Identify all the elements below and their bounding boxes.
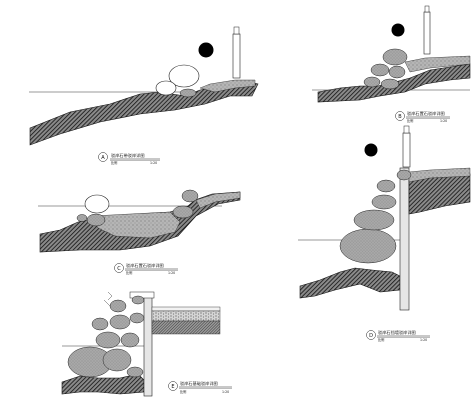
detail-marker-a-label: A (101, 155, 105, 161)
detail-marker-b-label: B (398, 114, 402, 120)
boulder-outline (84, 194, 110, 214)
detail-a-title: 驳岸石带驳岸详图 (111, 152, 145, 159)
detail-c-title: 驳岸石置石驳岸详图 (126, 262, 164, 269)
detail-marker-e-label: E (171, 384, 174, 390)
detail-a: A 驳岸石带驳岸详图 比例 1:20 (29, 26, 259, 165)
rock (181, 189, 199, 203)
detail-marker-c-label: C (117, 266, 121, 272)
detail-e-scale-label: 比例 (180, 389, 186, 394)
detail-b-title: 驳岸石置石驳岸详图 (407, 110, 445, 117)
rock (370, 63, 390, 77)
rock (353, 209, 395, 231)
detail-d-title: 驳岸石挡墙驳岸详图 (378, 329, 416, 336)
rock (363, 76, 381, 88)
lamp-post (423, 11, 431, 55)
rock (388, 65, 406, 79)
rock (376, 179, 396, 193)
detail-e: E 驳岸石基础驳岸详图 比例 1:20 (61, 291, 232, 397)
detail-d-scale-label: 比例 (378, 337, 384, 342)
rock (102, 348, 132, 372)
detail-d: D 驳岸石挡墙驳岸详图 比例 1:20 (298, 125, 471, 342)
detail-a-scale-label: 比例 (111, 160, 117, 165)
detail-marker-d-label: D (369, 333, 373, 339)
rock (120, 332, 140, 348)
rock (396, 169, 412, 181)
detail-a-scale-value: 1:20 (150, 161, 157, 165)
rock (172, 205, 194, 219)
lamp-post (402, 132, 411, 168)
rock (95, 331, 121, 349)
detail-c-scale-label: 比例 (126, 270, 132, 275)
bank-soil-section (299, 267, 401, 299)
lamp-head (233, 26, 240, 35)
detail-marker-c (114, 263, 124, 273)
retaining-wall (143, 293, 153, 397)
rock (382, 48, 408, 66)
detail-b-scale-value: 1:20 (440, 119, 447, 123)
boulder-outline (168, 64, 200, 88)
rock (126, 366, 144, 378)
paving-layer (151, 306, 221, 312)
gravel-base (151, 310, 221, 322)
detail-marker-b (395, 111, 405, 121)
rock (179, 88, 197, 98)
detail-marker-e (168, 381, 178, 391)
boulder-outline (155, 80, 177, 96)
tree-symbol (198, 42, 214, 58)
detail-b-scale-label: 比例 (407, 118, 413, 123)
topsoil-layer (408, 167, 471, 183)
rock (129, 312, 145, 324)
large-boulder (339, 228, 397, 264)
retaining-wall (399, 167, 410, 311)
tree-symbol (391, 23, 405, 37)
bank-soil-section (29, 81, 259, 146)
rock (91, 317, 109, 331)
detail-d-scale-value: 1:20 (420, 338, 427, 342)
lamp-head (403, 125, 410, 134)
detail-b: B 驳岸石置石驳岸详图 比例 1:20 (312, 5, 471, 123)
lamp-post (232, 33, 241, 79)
compacted-soil (151, 320, 221, 335)
lamp-head (424, 5, 430, 13)
detail-e-title: 驳岸石基础驳岸详图 (180, 380, 218, 387)
bank-soil-section (61, 373, 145, 395)
detail-e-scale-value: 1:20 (222, 390, 229, 394)
rock (76, 214, 88, 222)
detail-marker-d (366, 330, 376, 340)
fill-soil (91, 211, 181, 239)
rock (109, 299, 127, 313)
break-line (103, 291, 113, 307)
topsoil-layer (195, 191, 241, 209)
detail-c: C 驳岸石置石驳岸详图 比例 1:20 (38, 189, 241, 275)
rock (86, 213, 106, 227)
topsoil-layer (199, 79, 256, 93)
rock (109, 314, 131, 330)
topsoil-layer (404, 55, 471, 73)
detail-marker-a (98, 152, 108, 162)
rock (131, 295, 145, 305)
rock (380, 78, 400, 90)
tree-symbol (364, 143, 378, 157)
rock (371, 194, 397, 210)
detail-c-scale-value: 1:20 (168, 271, 175, 275)
